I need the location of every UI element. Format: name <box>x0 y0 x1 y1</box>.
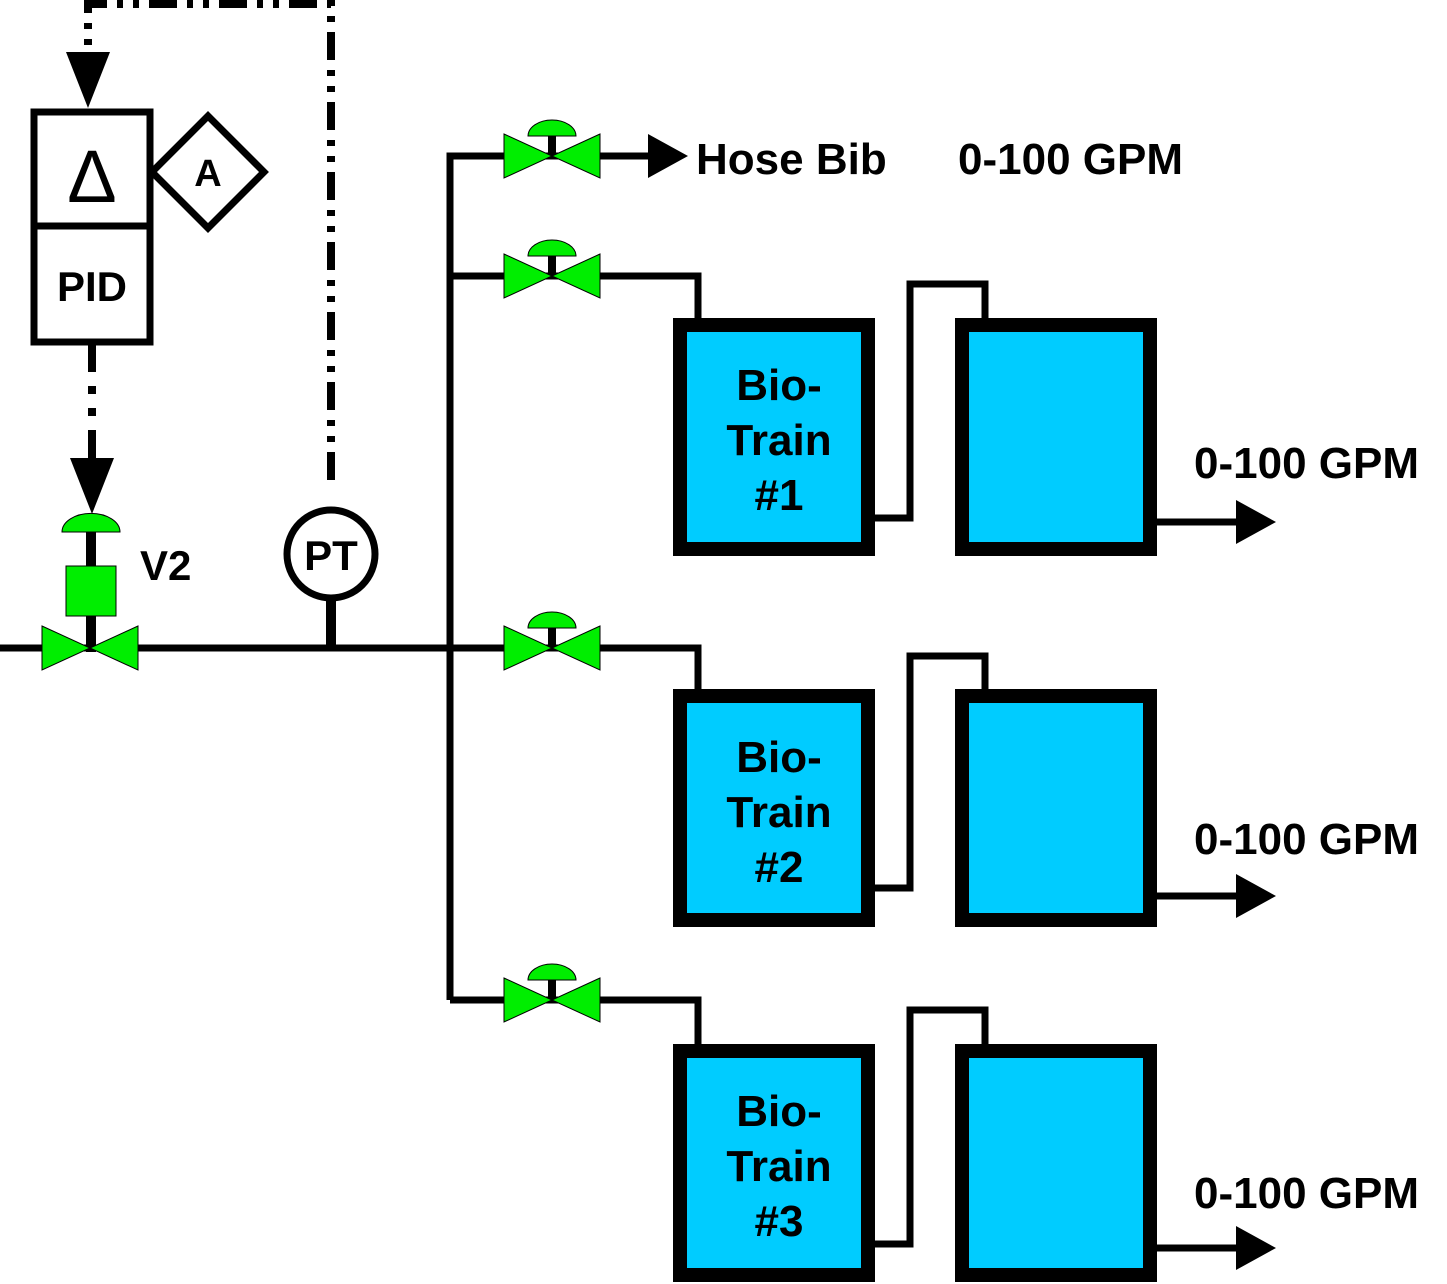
hose-bib-valve-icon[interactable] <box>503 119 601 179</box>
bio-train-1: Bio- Train #1 <box>673 318 1157 556</box>
delta-symbol: Δ <box>67 135 116 218</box>
train3-valve-icon[interactable] <box>503 963 601 1023</box>
alarm-label: A <box>194 153 221 195</box>
train3-flow-arrow-icon <box>1236 1226 1276 1270</box>
train2-tank-b <box>955 689 1157 927</box>
control-valve-icon[interactable] <box>41 512 139 671</box>
train2-valve-icon[interactable] <box>503 611 601 671</box>
train1-label-line3: #1 <box>755 471 804 520</box>
train1-label-line1: Bio- <box>736 361 822 410</box>
hose-bib-flow-label: 0-100 GPM <box>958 135 1183 184</box>
train2-flow-label: 0-100 GPM <box>1194 815 1419 864</box>
train2-flow-arrow-icon <box>1236 874 1276 918</box>
signal-arrow-to-valve <box>70 458 114 514</box>
train1-tank-a <box>673 318 875 556</box>
train1-label-line2: Train <box>726 416 831 465</box>
signal-lines <box>84 0 335 480</box>
pt-stem <box>326 590 336 648</box>
pressure-transmitter: PT <box>283 506 379 602</box>
pid-label: PID <box>57 263 127 310</box>
train1-flow-arrow-icon <box>1236 500 1276 544</box>
train3-label-line2: Train <box>726 1142 831 1191</box>
train3-flow-label: 0-100 GPM <box>1194 1169 1419 1218</box>
train3-tank-a <box>673 1044 875 1282</box>
control-valve-label: V2 <box>140 542 191 589</box>
train2-label-line2: Train <box>726 788 831 837</box>
pt-label: PT <box>304 532 358 579</box>
hose-bib-label: Hose Bib <box>696 135 887 184</box>
train3-tank-b <box>955 1044 1157 1282</box>
train3-label-line1: Bio- <box>736 1087 822 1136</box>
bio-train-2: Bio- Train #2 <box>673 689 1157 927</box>
bio-train-3: Bio- Train #3 <box>673 1044 1157 1282</box>
diamond-alarm-icon: A <box>147 111 269 233</box>
train1-flow-label: 0-100 GPM <box>1194 439 1419 488</box>
signal-arrow-to-controller <box>66 52 110 108</box>
train2-label-line1: Bio- <box>736 733 822 782</box>
pt-signal-line <box>84 0 335 480</box>
train2-label-line3: #2 <box>755 843 804 892</box>
train3-label-line3: #3 <box>755 1197 804 1246</box>
train1-valve-icon[interactable] <box>503 239 601 299</box>
train2-tank-a <box>673 689 875 927</box>
train1-tank-b <box>955 318 1157 556</box>
controller-block: Δ PID <box>30 108 154 346</box>
hose-bib-flow-arrow-icon <box>648 134 688 178</box>
